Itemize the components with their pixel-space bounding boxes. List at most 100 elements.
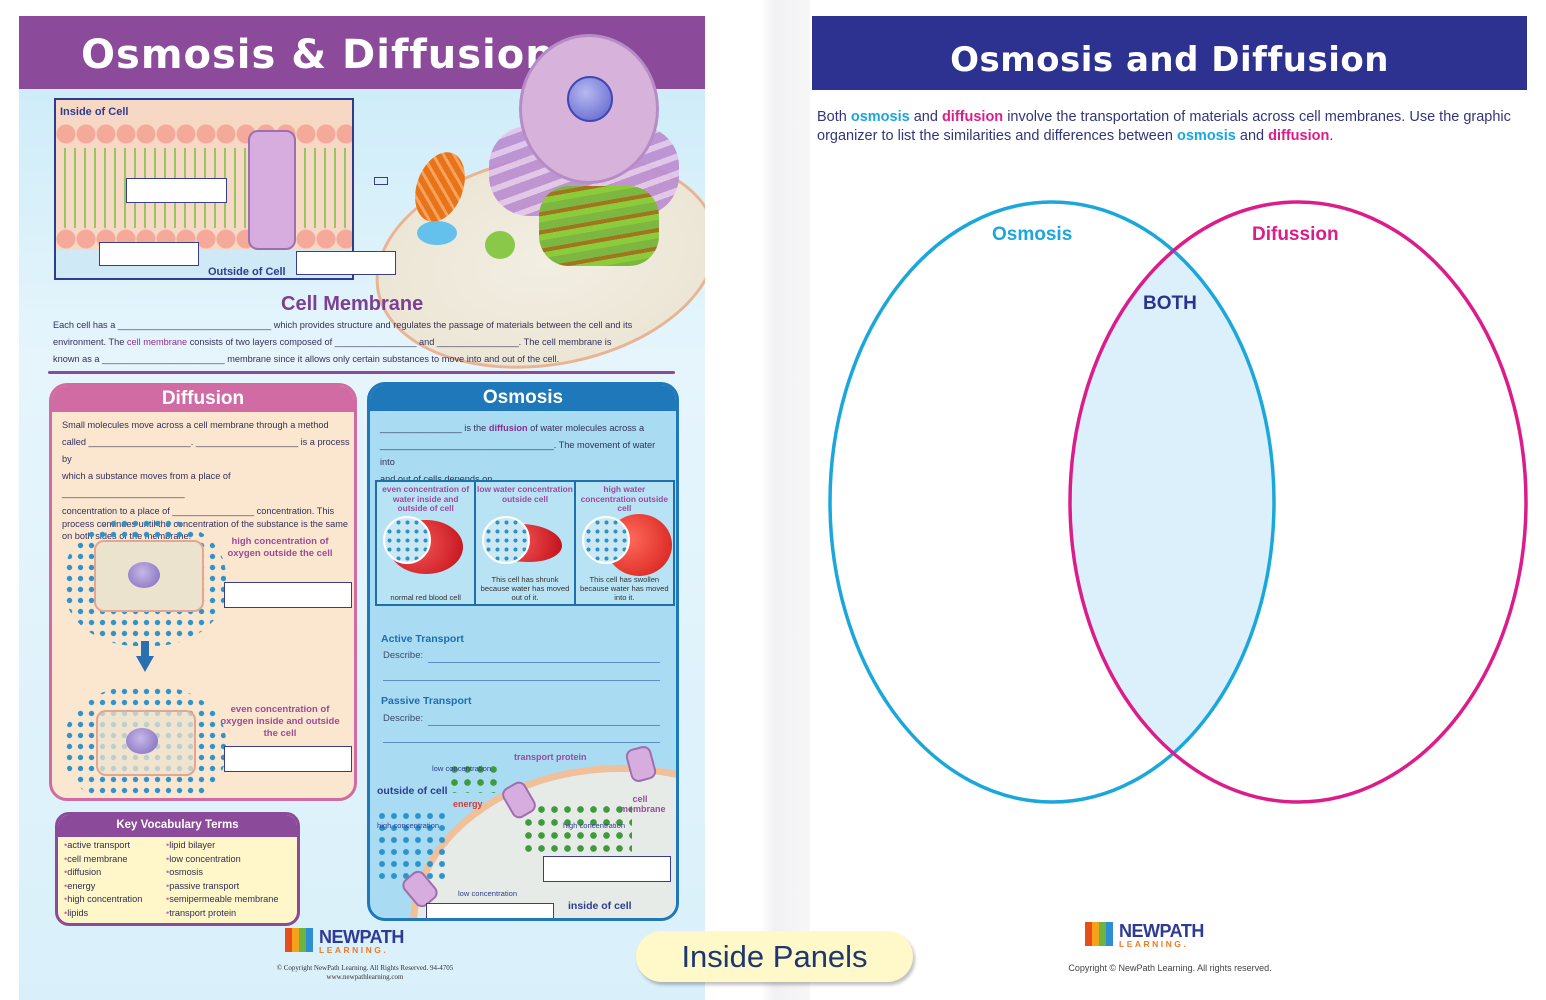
vocabulary-column-1: active transport cell membrane diffusion… [64, 839, 142, 920]
diffusion-line-1: Small molecules move across a cell membr… [62, 420, 329, 430]
cell-membrane-paragraph: Each cell has a ________________________… [53, 317, 693, 368]
passive-transport-answer-line-2[interactable] [383, 742, 660, 743]
blue-molecules-outside [376, 810, 446, 880]
diffusion-answer-box-1[interactable] [224, 582, 352, 608]
nucleus-icon [128, 562, 160, 588]
red-blood-cell-comparison: even concentration of water inside and o… [375, 480, 675, 606]
rbc-panel-normal: even concentration of water inside and o… [377, 482, 477, 604]
vocabulary-column-2: lipid bilayer low concentration osmosis … [166, 839, 279, 921]
osmosis-card-header [370, 385, 676, 411]
transport-answer-box-1[interactable] [543, 856, 671, 882]
venn-osmosis-circle[interactable] [828, 200, 1276, 804]
high-oxygen-cell-illustration [64, 518, 226, 646]
logo-learning-text: LEARNING. [319, 945, 389, 955]
venn-diffusion-label: Difussion [1252, 224, 1339, 245]
cell-membrane-label: cell membrane [620, 794, 666, 814]
membrane-answer-box-1[interactable] [126, 178, 227, 203]
energy-label: energy [453, 799, 483, 809]
vocab-term: energy [64, 880, 142, 894]
even-oxygen-cell-illustration [64, 686, 226, 798]
vacuole-illustration [417, 221, 457, 245]
vocabulary-heading: Key Vocabulary Terms [116, 819, 239, 831]
vocab-term: diffusion [64, 866, 142, 880]
high-concentration-label: high concentration [563, 821, 626, 830]
logo-newpath-text: NEWPATH [1119, 921, 1204, 941]
green-molecules-inside [522, 803, 632, 853]
membrane-answer-box-3[interactable] [296, 251, 396, 275]
high-oxygen-label: high concentration of oxygen outside the… [227, 536, 333, 559]
cell-membrane-outline [94, 540, 204, 612]
vocabulary-header [58, 815, 297, 837]
copyright-text: © Copyright NewPath Learning. All Rights… [276, 964, 454, 972]
osmosis-line-2: __________________________________. The … [380, 440, 656, 467]
newpath-logo-right: NEWPATH LEARNING. [1085, 922, 1204, 949]
book-logo-icon [285, 928, 315, 954]
text-span: involve the transportation of materials … [817, 109, 1511, 144]
diffusion-highlight: diffusion [1268, 128, 1330, 144]
text-span: ________________ is the [380, 423, 489, 433]
venn-diffusion-circle[interactable] [1068, 200, 1528, 804]
water-molecules-icon [482, 516, 531, 564]
osmosis-highlight: osmosis [1177, 128, 1236, 144]
water-molecules-icon [581, 516, 630, 564]
osmosis-line-1: ________________ is the diffusion of wat… [380, 420, 672, 437]
vocab-term: low concentration [166, 853, 279, 867]
process-arrow-stem [141, 641, 149, 657]
phospholipid-heads-top [56, 120, 352, 150]
logo-learning-text: LEARNING. [1119, 939, 1189, 949]
section-divider [48, 371, 675, 374]
vocab-term: active transport [64, 839, 142, 853]
even-oxygen-label: even concentration of oxygen inside and … [220, 704, 340, 739]
vocab-term: transport protein [166, 907, 279, 921]
transport-answer-box-2[interactable] [426, 903, 554, 918]
outside-of-cell-label: Outside of Cell [208, 266, 286, 278]
venn-both-label: BOTH [1143, 293, 1197, 314]
membrane-answer-box-2[interactable] [99, 242, 199, 266]
transport-protein-label: transport protein [514, 752, 587, 762]
diffusion-answer-box-2[interactable] [224, 746, 352, 772]
text-span: and [909, 109, 942, 125]
book-logo-icon [1085, 922, 1115, 948]
vocab-term: cell membrane [64, 853, 142, 867]
passive-transport-answer-line-1[interactable] [428, 725, 660, 726]
diffusion-highlight: diffusion [488, 423, 528, 433]
vocab-term: semipermeable membrane [166, 893, 278, 907]
logo-wordmark: NEWPATH LEARNING. [319, 928, 404, 955]
text-span: of water molecules across a [527, 423, 645, 433]
vocab-term: lipid bilayer [166, 839, 279, 853]
rbc-panel-swollen: high water concentration outside cell Th… [575, 482, 673, 604]
nucleus-illustration [519, 34, 659, 184]
venn-diagram [828, 200, 1528, 804]
vocab-term: high concentration [64, 893, 142, 907]
rbc-panel-caption: normal red blood cell [390, 593, 461, 602]
active-transport-describe-label: Describe: [383, 650, 424, 661]
osmosis-line-3: and out of cells depends on ____________… [380, 474, 580, 484]
inside-of-cell-label: Inside of Cell [60, 106, 129, 118]
left-page-title: Osmosis & Diffusion [81, 32, 555, 78]
text-span: Both [817, 109, 851, 125]
diffusion-card: Diffusion Small molecules move across a … [49, 383, 357, 801]
down-arrow-icon [136, 656, 154, 672]
right-copyright: Copyright © NewPath Learning. All rights… [1068, 963, 1272, 973]
diffusion-line-2: called ____________________. ___________… [62, 437, 350, 464]
rbc-panel-heading: low water concentration outside cell [477, 484, 573, 504]
diffusion-line-3: which a substance moves from a place of … [62, 471, 231, 498]
page-gutter [720, 0, 810, 1000]
venn-osmosis-label: Osmosis [992, 224, 1073, 245]
active-transport-answer-line-1[interactable] [428, 662, 660, 663]
active-transport-answer-line-2[interactable] [383, 680, 660, 681]
venn-overlap-region[interactable] [1070, 202, 1526, 802]
rbc-panel-caption: This cell has swollen because water has … [579, 575, 669, 602]
cell-membrane-line-2: environment. The cell membrane consists … [53, 334, 693, 351]
inside-panels-badge: Inside Panels [636, 931, 913, 982]
membrane-zoom-marker [374, 177, 388, 185]
vocab-term: passive transport [166, 880, 279, 894]
channel-protein-illustration [248, 130, 296, 250]
rbc-panel-heading: even concentration of water inside and o… [382, 484, 470, 513]
right-header-banner [812, 16, 1527, 90]
cell-membrane-line-3: known as a ________________________ memb… [53, 354, 560, 364]
osmosis-paragraph: ________________ is the diffusion of wat… [380, 420, 672, 488]
logo-wordmark: NEWPATH LEARNING. [1119, 922, 1204, 949]
cell-membrane-line-1: Each cell has a ________________________… [53, 320, 633, 330]
green-molecules-outside [448, 763, 498, 793]
